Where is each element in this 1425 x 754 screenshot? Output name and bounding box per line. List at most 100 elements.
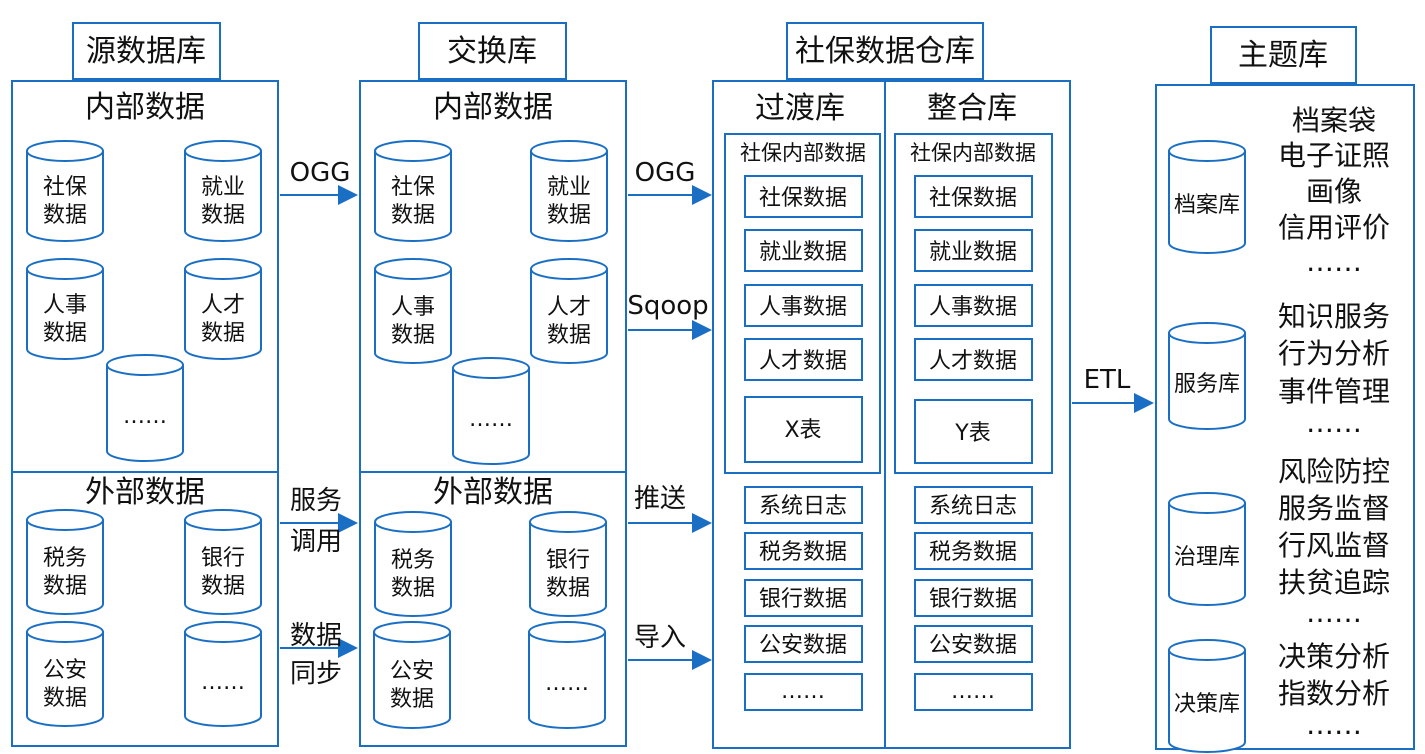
ogg-label-2: OGG <box>635 158 696 188</box>
topic-db-section <box>1155 84 1415 750</box>
transition-x-table-label: X表 <box>784 418 821 443</box>
integration-outer-item: 系统日志 <box>914 486 1033 524</box>
transition-outer-item-label: …… <box>781 679 825 704</box>
exchange-external-section <box>359 471 627 747</box>
transition-db-title: 过渡库 <box>755 91 845 126</box>
topic-line: …… <box>1306 596 1362 629</box>
topic-line: 档案袋 <box>1292 104 1376 137</box>
warehouse-title-box <box>786 22 984 80</box>
source-bank-db-label-1: 银行 <box>201 546 245 571</box>
topic-line: 服务监督 <box>1278 492 1390 525</box>
transition-outer-item: 银行数据 <box>744 579 863 617</box>
transition-inner-item-label: 社保数据 <box>759 186 847 211</box>
integration-outer-item-label: 银行数据 <box>929 587 1017 612</box>
exchange-employment-db-icon: 就业 数据 <box>530 140 608 242</box>
cylinder-body <box>530 151 608 242</box>
cylinder-body <box>529 522 607 617</box>
source-tax-db-label-1: 税务 <box>43 546 87 571</box>
cylinder-body <box>184 520 262 615</box>
exchange-bank-db-icon: 银行 数据 <box>529 511 607 617</box>
integration-inner-item: 社保数据 <box>914 175 1033 218</box>
source-bank-db-label-2: 数据 <box>201 574 245 599</box>
exchange-ext-more-db-label: …… <box>545 671 589 696</box>
topic-line: 扶贫追踪 <box>1278 566 1390 599</box>
push-label: 推送 <box>634 484 686 514</box>
cylinder-body <box>26 520 104 615</box>
service-call-label-2: 调用 <box>290 527 342 557</box>
topic-db-title: 主题库 <box>1238 38 1328 73</box>
data-sync-label-2: 同步 <box>290 659 342 689</box>
transition-inner-item-label: 人事数据 <box>759 295 847 320</box>
exchange-tax-db-label-1: 税务 <box>391 548 435 573</box>
cylinder-body <box>373 632 451 729</box>
cylinder-body <box>374 151 452 242</box>
governance-db-icon: 治理库 <box>1168 492 1246 606</box>
cylinder-cap <box>373 621 451 643</box>
source-bank-db-icon: 银行 数据 <box>184 509 262 615</box>
integration-inner-box <box>894 133 1053 474</box>
warehouse-title: 社保数据仓库 <box>795 34 975 69</box>
topic-line: 指数分析 <box>1278 677 1390 710</box>
exchange-police-db-icon: 公安 数据 <box>373 621 451 729</box>
integration-outer-item-label: 公安数据 <box>929 633 1017 658</box>
source-social-db-icon: 社保 数据 <box>26 140 104 242</box>
exchange-employment-db-label-2: 数据 <box>547 203 591 228</box>
exchange-talent-db-label-1: 人才 <box>547 295 591 320</box>
cylinder-body <box>26 269 104 360</box>
transition-outer-item-label: 银行数据 <box>759 587 847 612</box>
topic-line: 风险防控 <box>1278 455 1390 488</box>
transition-x-table: X表 <box>744 396 863 463</box>
source-ext-more-db-icon: …… <box>184 621 262 727</box>
exchange-tax-db-label-2: 数据 <box>391 576 435 601</box>
cylinder-cap <box>374 511 452 533</box>
integration-outer-item-label: 税务数据 <box>929 540 1017 565</box>
source-social-db-label-1: 社保 <box>43 175 87 200</box>
exchange-talent-db-label-2: 数据 <box>547 323 591 348</box>
source-ext-more-db-label: …… <box>201 670 245 695</box>
cylinder-cap <box>528 621 606 643</box>
topic-line: 知识服务 <box>1278 300 1390 333</box>
exchange-personnel-db-icon: 人事 数据 <box>374 258 452 364</box>
exchange-bank-db-label-2: 数据 <box>546 576 590 601</box>
exchange-ext-more-db-icon: …… <box>528 621 606 729</box>
integration-inner-item-label: 就业数据 <box>929 240 1017 265</box>
topic-line: 信用评价 <box>1278 211 1390 244</box>
source-tax-db-icon: 税务 数据 <box>26 509 104 615</box>
ogg-label-1: OGG <box>290 158 351 188</box>
cylinder-cap <box>452 357 530 379</box>
cylinder-cap <box>530 258 608 280</box>
exchange-employment-db-label-1: 就业 <box>547 175 591 200</box>
cylinder-cap <box>26 621 104 643</box>
integration-outer-item: …… <box>914 673 1033 711</box>
source-employment-db-icon: 就业 数据 <box>184 140 262 242</box>
cylinder-body <box>184 151 262 242</box>
transition-inner-item: 社保数据 <box>744 175 863 218</box>
transition-outer-item: …… <box>744 673 863 711</box>
transition-outer-item-label: 系统日志 <box>759 494 847 519</box>
source-tax-db-label-2: 数据 <box>43 574 87 599</box>
etl-label: ETL <box>1084 365 1131 395</box>
source-police-db-label-1: 公安 <box>43 658 87 683</box>
transition-outer-item-label: 税务数据 <box>759 540 847 565</box>
exchange-db-title-box <box>418 22 567 80</box>
exchange-bank-db-label-1: 银行 <box>546 548 590 573</box>
archive-db-label: 档案库 <box>1174 193 1240 218</box>
exchange-social-db-icon: 社保 数据 <box>374 140 452 242</box>
transition-outer-item: 公安数据 <box>744 625 863 663</box>
import-label: 导入 <box>634 623 686 653</box>
cylinder-cap <box>184 621 262 643</box>
exchange-personnel-db-label-2: 数据 <box>391 323 435 348</box>
integration-inner-item-label: 人才数据 <box>929 349 1017 374</box>
cylinder-body <box>184 269 262 360</box>
exchange-internal-title: 内部数据 <box>433 90 553 125</box>
topic-db-title-box <box>1210 26 1357 84</box>
exchange-more-db-icon: …… <box>452 357 530 465</box>
cylinder-cap <box>26 140 104 162</box>
cylinder-body <box>1168 503 1246 606</box>
exchange-social-db-label-1: 社保 <box>391 175 435 200</box>
topic-line: …… <box>1306 245 1362 278</box>
service-call-label-1: 服务 <box>290 486 342 516</box>
service-db-icon: 服务库 <box>1168 322 1246 430</box>
integration-inner-item: 就业数据 <box>914 229 1033 272</box>
exchange-police-db-label-1: 公安 <box>390 659 434 684</box>
